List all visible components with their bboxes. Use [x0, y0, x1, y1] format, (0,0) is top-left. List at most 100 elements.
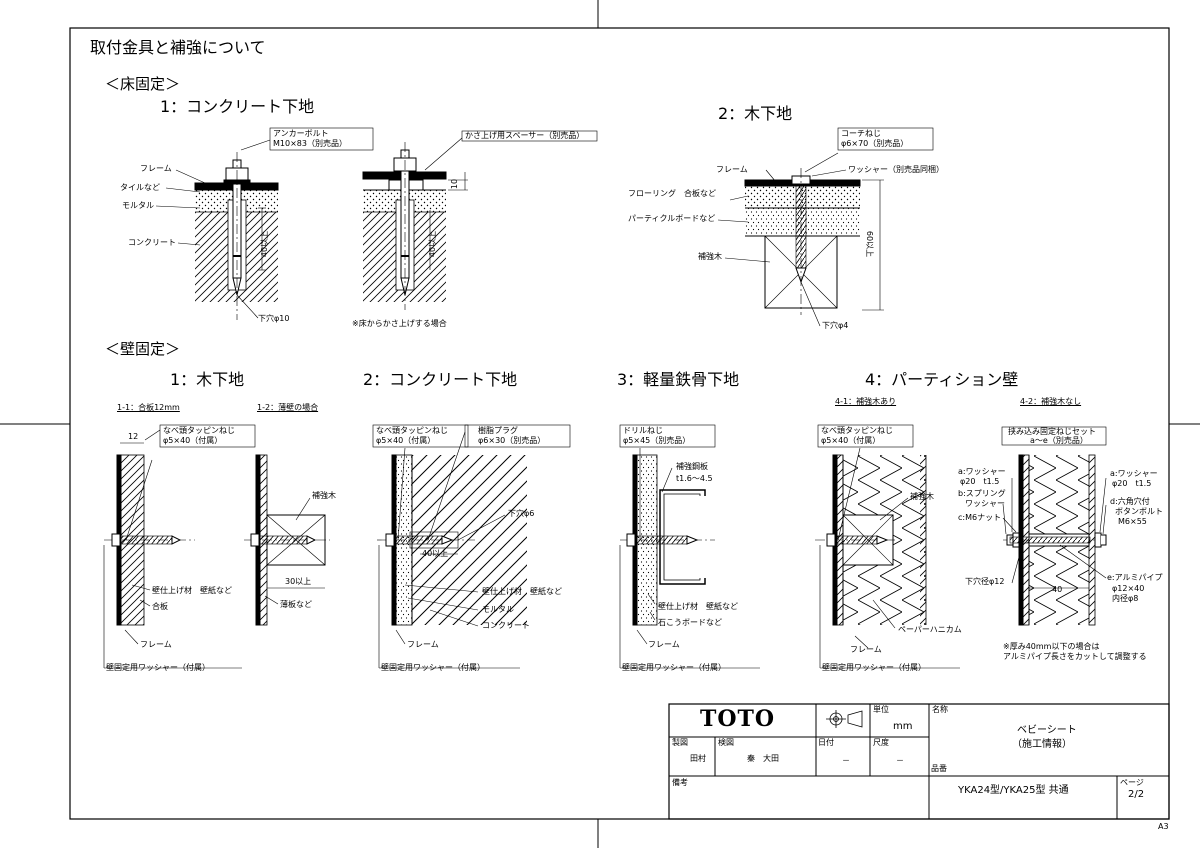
wall-concrete-washer: 壁固定用ワッシャー（付属）: [381, 663, 485, 672]
checked-label: 検図: [718, 738, 734, 747]
wall-steel-washer: 壁固定用ワッシャー（付属）: [622, 663, 726, 672]
spacer-label: かさ上げ用スペーサー（別売品）: [465, 131, 585, 140]
raised-depth-label: 40以上: [428, 230, 438, 258]
wall-partition-sub2: 4-2：補強木なし: [1020, 397, 1082, 406]
honeycomb-label: ペーパーハニカム: [898, 625, 962, 634]
partition-note-1: ※厚み40mm以下の場合は: [1003, 642, 1100, 651]
floor-hole-label: 下穴φ10: [258, 314, 290, 323]
wall-concrete-depth: 40以上: [422, 549, 449, 558]
page-number: 2/2: [1128, 789, 1145, 800]
part-d-spec: M6×55: [1118, 517, 1147, 526]
plug-label: 樹脂プラグ: [478, 426, 518, 435]
wall-concrete-title: 2：コンクリート下地: [363, 370, 518, 389]
floor-wood-diagram: [717, 152, 884, 327]
wall-concrete-frame: フレーム: [407, 640, 439, 649]
wall-wood-title: 1：木下地: [170, 370, 245, 389]
floor-reinforce-label: 補強木: [698, 252, 722, 261]
part-b-label: b:スプリング: [958, 489, 1006, 498]
wall-dim-30: 30以上: [285, 577, 312, 586]
plug-spec: φ6×30（別売品）: [478, 436, 546, 445]
floor-washer-label: ワッシャー（別売品同梱）: [848, 165, 944, 174]
floor-concrete-title: 1：コンクリート下地: [160, 97, 315, 116]
projection-symbol: [826, 710, 863, 728]
wall-steel-diagram: [619, 448, 715, 668]
wall-wood-diagram: [103, 429, 330, 668]
drill-screw-spec: φ5×45（別売品）: [623, 436, 691, 445]
partition-hole: 下穴径φ12: [965, 577, 1005, 586]
wall-partition-sub1: 4-1：補強木あり: [835, 397, 897, 406]
wall-concrete-mortar: モルタル: [482, 605, 514, 614]
wall-wood-sub2: 1-2：薄壁の場合: [257, 403, 319, 412]
floor-depth-label: 40以上: [260, 230, 270, 258]
wall-wood-screw: なべ頭タッピンねじ: [163, 426, 235, 435]
part-e-spec2: 内径φ8: [1112, 594, 1139, 603]
floor-concrete-diagram: [155, 139, 279, 320]
unit-label: 単位: [873, 705, 889, 714]
part-number: YKA24型/YKA25型 共通: [958, 785, 1069, 796]
wall-wood-frame: フレーム: [140, 640, 172, 649]
page-label: ページ: [1120, 778, 1144, 787]
screw-set-label: 挟み込み固定ねじセット: [1008, 427, 1096, 436]
floor-wood-depth: 60以上: [865, 230, 875, 258]
date-value: －: [842, 756, 850, 765]
spacer-dim: 10: [450, 178, 460, 190]
scale-label: 尺度: [873, 738, 889, 747]
floor-concrete-label: コンクリート: [128, 238, 176, 247]
product-name-sub: （施工情報）: [1012, 739, 1072, 750]
drawn-label: 製図: [672, 738, 688, 747]
part-a2-spec: φ20 t1.5: [1112, 479, 1152, 488]
screw-set-spec: a～e（別売品）: [1030, 436, 1088, 445]
wall-steel-finish: 壁仕上げ材 壁紙など: [658, 602, 738, 611]
floor-wood-hole: 下穴φ4: [822, 321, 849, 330]
partition-dim-40: 40: [1052, 585, 1063, 594]
floor-mortar-label: モルタル: [122, 201, 154, 210]
wall-steel-board: 石こうボードなど: [658, 618, 722, 627]
wall-steel-title: 3：軽量鉄骨下地: [617, 370, 740, 389]
callout-boxes: [104, 127, 960, 669]
part-a-label: a:ワッシャー: [958, 467, 1006, 476]
wall-concrete-concrete: コンクリート: [482, 621, 530, 630]
name-label: 名称: [932, 705, 948, 714]
wall-partition-diagram: [815, 426, 1107, 668]
wall-partition-washer: 壁固定用ワッシャー（付属）: [822, 663, 926, 672]
scale-value: －: [896, 756, 904, 765]
coach-screw-spec: φ6×70（別売品）: [841, 139, 909, 148]
part-d-label: d:六角穴付: [1110, 497, 1150, 506]
wall-concrete-screw-spec: φ5×40（付属）: [376, 436, 436, 445]
drawn-value: 田村: [690, 754, 706, 763]
anchor-bolt-spec: M10×83（別売品）: [273, 139, 347, 148]
part-a-spec: φ20 t1.5: [960, 477, 1000, 486]
part-b-label2: ワッシャー: [965, 499, 1005, 508]
flooring-label: フローリング 合板など: [628, 189, 716, 198]
anchor-bolt-label: アンカーボルト: [273, 129, 329, 138]
wall-partition-reinforce: 補強木: [910, 492, 934, 501]
wall-concrete-diagram: [377, 431, 527, 668]
date-label: 日付: [818, 738, 834, 747]
steel-plate-spec: t1.6～4.5: [676, 474, 713, 483]
wall-wood-screw-spec: φ5×40（付属）: [163, 436, 223, 445]
part-e-label: e:アルミパイプ: [1107, 573, 1163, 582]
title-block: [668, 703, 1170, 820]
product-name: ベビーシート: [1017, 725, 1077, 736]
wall-partition-frame: フレーム: [850, 645, 882, 654]
page-title: 取付金具と補強について: [90, 38, 266, 57]
steel-plate-label: 補強鋼板: [676, 462, 708, 471]
floor-concrete-raised-diagram: [362, 137, 468, 310]
partition-note-2: アルミパイプ長さをカットして調整する: [1003, 652, 1147, 661]
floor-wood-title: 2：木下地: [718, 104, 793, 123]
coach-screw-label: コーチねじ: [841, 129, 881, 138]
part-e-spec: φ12×40: [1112, 584, 1145, 593]
floor-tile-label: タイルなど: [120, 183, 160, 192]
wall-wood-sub1: 1-1：合板12mm: [117, 403, 180, 412]
wall-partition-screw: なべ頭タッピンねじ: [821, 426, 893, 435]
wall-partition-screw-spec: φ5×40（付属）: [821, 436, 881, 445]
particle-label: パーティクルボードなど: [628, 214, 716, 223]
wall-steel-frame: フレーム: [648, 640, 680, 649]
wall-concrete-screw: なべ頭タッピンねじ: [376, 426, 448, 435]
part-number-label: 品番: [931, 764, 947, 773]
floor-wood-frame-label: フレーム: [716, 165, 748, 174]
part-a2-label: a:ワッシャー: [1110, 469, 1158, 478]
wall-thin: 薄板など: [280, 600, 312, 609]
wall-plywood: 合板: [152, 602, 168, 611]
